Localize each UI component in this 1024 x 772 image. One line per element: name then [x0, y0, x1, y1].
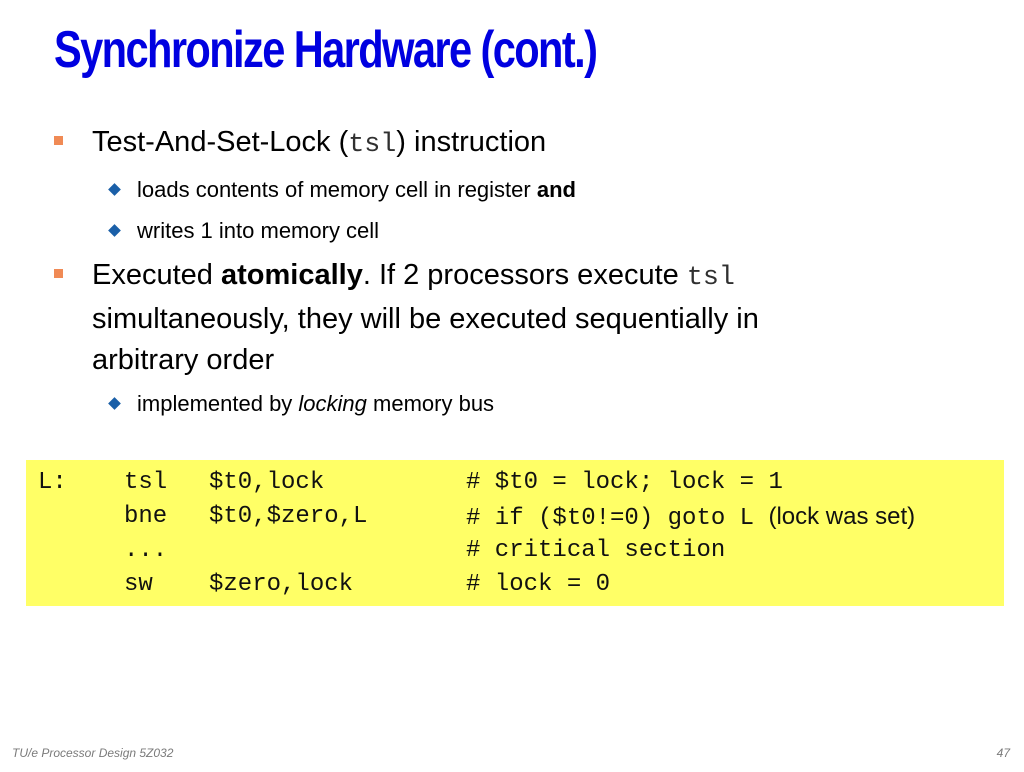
- code-opcode: bne: [124, 503, 168, 530]
- code-note: (lock was set): [768, 503, 916, 530]
- code-operands: $t0,$zero,L: [209, 503, 368, 530]
- code-tsl: tsl: [348, 130, 397, 160]
- bullet-text: Test-And-Set-Lock (tsl) instruction: [92, 122, 932, 166]
- code-opcode: sw: [124, 571, 153, 598]
- code-label: L:: [38, 469, 67, 496]
- sub-bullet-plain: loads contents of memory cell in registe…: [137, 177, 537, 202]
- code-comment: # if ($t0!=0) goto L (lock was set): [466, 500, 915, 536]
- bullet-line-2: simultaneously, they will be executed se…: [92, 303, 759, 335]
- code-comment: # $t0 = lock; lock = 1: [466, 469, 783, 496]
- sub-bullet-text: implemented by locking memory bus: [137, 389, 494, 419]
- code-tsl: tsl: [686, 263, 735, 293]
- bullet-line-1: Executed atomically. If 2 processors exe…: [92, 255, 932, 299]
- code-comment-text: # if ($t0!=0) goto L: [466, 505, 755, 532]
- diamond-bullet-icon: [108, 183, 121, 196]
- bullet-text-pre: Test-And-Set-Lock (: [92, 126, 349, 158]
- sub-bullet-pre: implemented by: [137, 391, 299, 416]
- code-line: ... # critical section: [36, 534, 1004, 568]
- code-opcode: tsl: [124, 469, 168, 496]
- sub-bullet-post: memory bus: [366, 391, 495, 416]
- diamond-bullet-icon: [108, 224, 121, 237]
- bullet-line-3: arbitrary order: [92, 344, 275, 376]
- code-line: sw $zero,lock # lock = 0: [36, 568, 1004, 602]
- square-bullet-icon: [54, 269, 63, 278]
- code-operands: $t0,lock: [209, 469, 325, 496]
- sub-bullet-text: writes 1 into memory cell: [137, 218, 380, 243]
- code-line: bne $t0,$zero,L # if ($t0!=0) goto L (lo…: [36, 500, 1004, 534]
- bullet-text-pre: Executed: [92, 259, 221, 291]
- code-line: L: tsl $t0,lock # $t0 = lock; lock = 1: [36, 466, 1004, 500]
- page-number: 47: [996, 746, 1010, 760]
- sub-bullet-text: loads contents of memory cell in registe…: [137, 175, 576, 205]
- code-comment: # critical section: [466, 537, 726, 564]
- sub-bullet-italic: locking: [298, 391, 367, 416]
- bullet-text: Executed atomically. If 2 processors exe…: [92, 255, 932, 381]
- sub-bullet-bold: and: [536, 177, 576, 202]
- footer-course-name: TU/e Processor Design 5Z032: [12, 746, 174, 760]
- diamond-bullet-icon: [108, 397, 121, 410]
- code-listing: L: tsl $t0,lock # $t0 = lock; lock = 1 b…: [26, 460, 1004, 606]
- code-comment: # lock = 0: [466, 571, 611, 598]
- code-opcode: ...: [124, 537, 168, 564]
- bullet-text-bold: atomically: [220, 259, 363, 291]
- bullet-text-post: ) instruction: [396, 126, 547, 158]
- code-operands: $zero,lock: [209, 571, 354, 598]
- square-bullet-icon: [54, 136, 63, 145]
- slide-title: Synchronize Hardware (cont.): [54, 21, 598, 79]
- bullet-text-mid: . If 2 processors execute: [362, 259, 687, 291]
